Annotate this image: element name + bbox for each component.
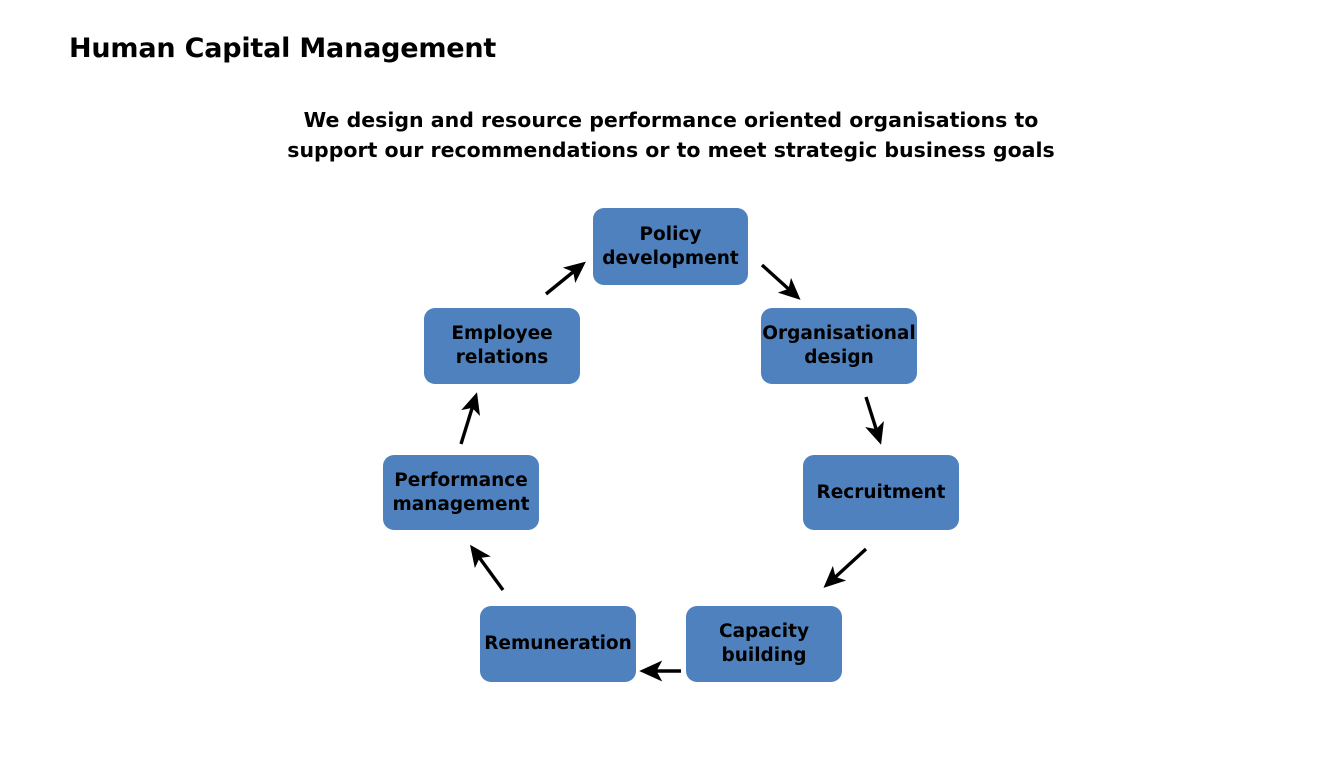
arrow-employee-relations-to-policy-development	[544, 261, 586, 296]
node-performance-management[interactable]: Performance management	[383, 455, 539, 530]
node-organisational-design[interactable]: Organisational design	[761, 308, 917, 384]
node-policy-development[interactable]: Policy development	[593, 208, 748, 285]
arrow-policy-development-to-organisational-design	[760, 263, 801, 300]
arrow-organisational-design-to-recruitment	[864, 396, 884, 445]
node-employee-relations[interactable]: Employee relations	[424, 308, 580, 384]
arrow-performance-management-to-employee-relations	[459, 392, 481, 445]
node-recruitment[interactable]: Recruitment	[803, 455, 959, 530]
slide-subtitle: We design and resource performance orien…	[287, 108, 1055, 162]
page-title: Human Capital Management	[69, 33, 497, 64]
arrow-remuneration-to-performance-management	[469, 544, 505, 592]
arrow-recruitment-to-capacity-building	[823, 547, 868, 588]
node-capacity-building[interactable]: Capacity building	[686, 606, 842, 682]
node-remuneration[interactable]: Remuneration	[480, 606, 636, 682]
